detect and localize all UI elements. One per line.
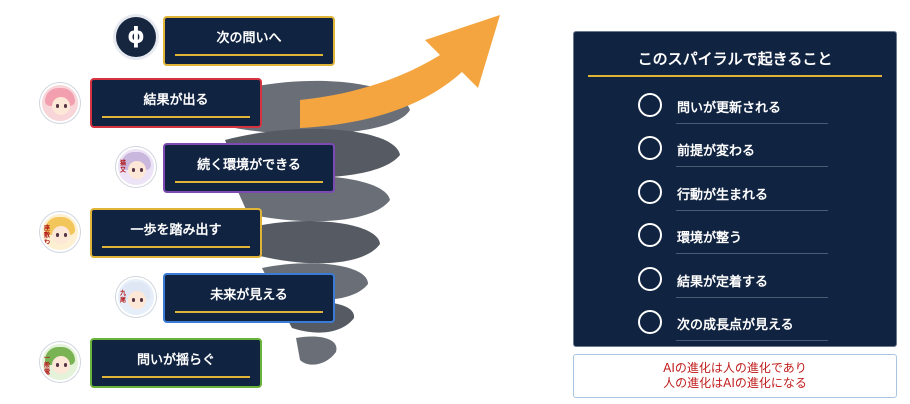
avatar-ippan-denshi: 一般電子 (40, 342, 80, 382)
note-line-2: 人の進化はAIの進化になる (663, 376, 807, 390)
step-next-question: 次の問いへ (163, 16, 335, 66)
phi-logo: ϕ (116, 17, 156, 57)
step-take-first-step: 一歩を踏み出す (90, 208, 262, 258)
circle-icon (638, 223, 662, 247)
avatar-red-oni (40, 83, 80, 123)
panel-divider (588, 75, 882, 77)
step-question-wavers: 問いが揺らぐ (90, 338, 262, 388)
list-item: 行動が生まれる (638, 177, 828, 211)
note-line-1: AIの進化は人の進化であり (663, 361, 807, 375)
step-results-appear: 結果が出る (90, 78, 262, 128)
circle-icon (638, 180, 662, 204)
growth-arrow (300, 15, 500, 128)
spiral-band (248, 221, 380, 264)
step-future-visible: 未来が見える (163, 273, 335, 323)
panel-title: このスパイラルで起きること (637, 50, 833, 68)
conclusion-note: AIの進化は人の進化であり 人の進化はAIの進化になる (573, 354, 897, 398)
list-item: 前提が変わる (638, 133, 828, 167)
spiral-graphic (220, 15, 500, 365)
spiral-effects-panel: このスパイラルで起きること 問いが更新される 前提が変わる 行動が生まれる 環境… (573, 31, 897, 347)
circle-icon (638, 93, 662, 117)
list-item: 環境が整う (638, 220, 828, 254)
avatar-zashiki-warashi: 座敷わらし (40, 212, 80, 252)
avatar-kyubi: 九尾 (116, 277, 156, 317)
spiral-tail (296, 336, 337, 365)
list-item: 結果が定着する (638, 264, 828, 298)
circle-icon (638, 267, 662, 291)
step-sustainable-environment: 続く環境ができる (163, 143, 335, 193)
circle-icon (638, 136, 662, 160)
circle-icon (638, 310, 662, 334)
avatar-nekomata: 猫又 (116, 147, 156, 187)
list-item: 問いが更新される (638, 90, 828, 124)
list-item: 次の成長点が見える (638, 307, 828, 341)
